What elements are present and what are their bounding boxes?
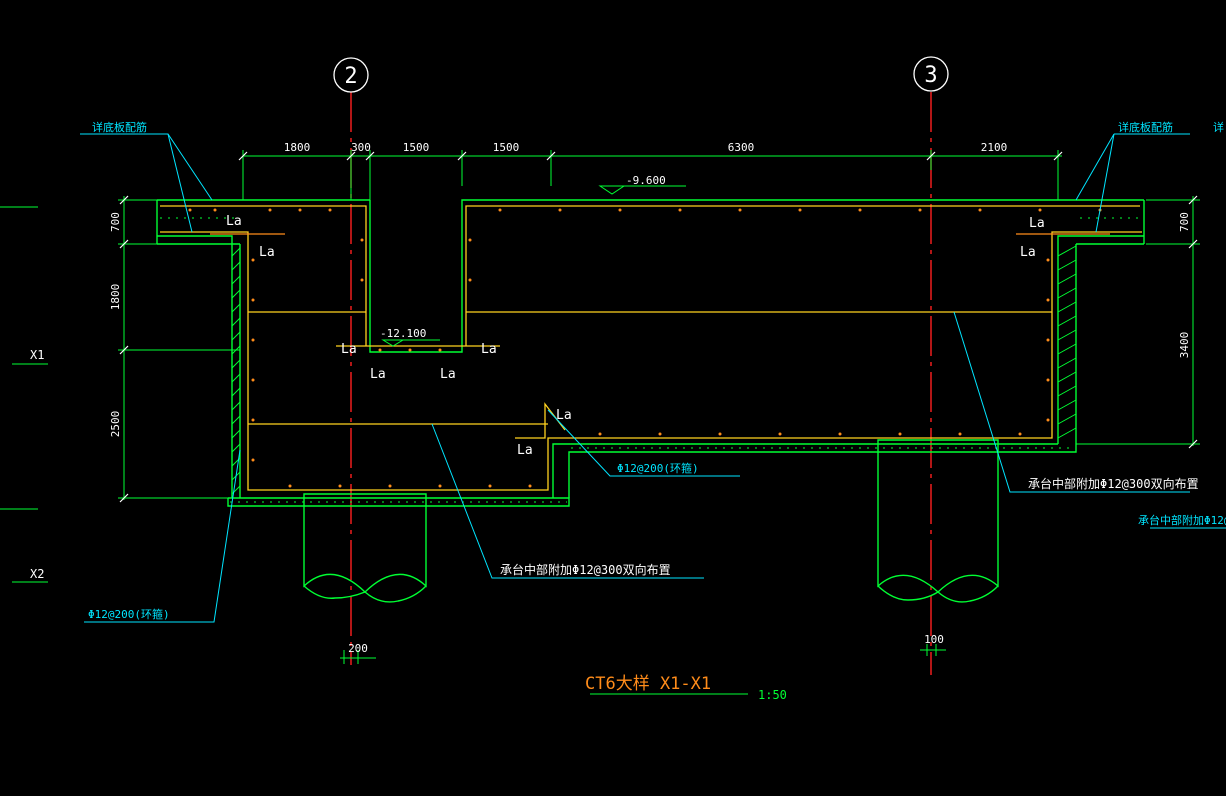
la-label: La xyxy=(517,443,533,458)
note-ring-hoop-mid: Φ12@200(环箍) xyxy=(617,461,699,475)
dim-top-3: 1500 xyxy=(403,141,430,154)
la-label: La xyxy=(1020,245,1036,260)
dim-right-2: 3400 xyxy=(1178,332,1191,359)
pile-left xyxy=(303,493,427,593)
rebar-dots xyxy=(188,208,1102,488)
dim-top-2: 300 xyxy=(351,141,371,154)
note-cap-mid-add-3: 承台中部附加Φ12@30 xyxy=(1138,513,1226,527)
dim-left-1: 700 xyxy=(109,212,122,232)
dimension-lines xyxy=(118,150,1200,664)
la-label: La xyxy=(370,367,386,382)
section-mark-x1: X1 xyxy=(30,348,44,362)
note-cap-mid-add-2: 承台中部附加Φ12@300双向布置 xyxy=(1028,476,1199,491)
dim-top-5: 6300 xyxy=(728,141,755,154)
right-slab-outline xyxy=(1057,235,1144,244)
rebar-lines xyxy=(160,205,1142,491)
concrete-outlines xyxy=(156,199,1145,603)
dim-bottom-2: 100 xyxy=(924,633,944,646)
axis-label-3: 3 xyxy=(924,63,937,88)
axis-bubble-2: 2 xyxy=(333,57,369,93)
section-mark-lines xyxy=(0,206,48,583)
note-slab-rebar-left: 详底板配筋 xyxy=(92,120,147,134)
dim-left-2: 1800 xyxy=(109,284,122,311)
note-ring-hoop-left: Φ12@200(环箍) xyxy=(88,607,170,621)
dim-top-1: 1800 xyxy=(284,141,311,154)
pile-left-tip xyxy=(303,585,427,603)
note-right-edge-fragment: 详 xyxy=(1213,120,1224,134)
leader-lines xyxy=(80,133,1226,623)
la-label: La xyxy=(556,408,572,423)
note-slab-rebar-right: 详底板配筋 xyxy=(1118,120,1173,134)
drawing-title: CT6大样 X1-X1 xyxy=(585,674,711,694)
left-slab-bottom xyxy=(157,235,240,245)
dim-bottom-1: 200 xyxy=(348,642,368,655)
dim-left-3: 2500 xyxy=(109,411,122,438)
pile-right xyxy=(877,439,999,593)
elevation-pit: -12.100 xyxy=(380,327,426,340)
la-label: La xyxy=(481,342,497,357)
rebar-top-right xyxy=(465,205,1140,346)
drawing-scale: 1:50 xyxy=(758,688,787,702)
la-label: La xyxy=(259,245,275,260)
deep-bottom-outline xyxy=(227,497,570,507)
la-label: La xyxy=(341,342,357,357)
axis-label-2: 2 xyxy=(344,64,357,89)
elevation-top: -9.600 xyxy=(626,174,666,187)
la-label: La xyxy=(226,214,242,229)
anchorage-labels: La La La La La La La La La La xyxy=(226,214,1045,458)
section-mark-x2: X2 xyxy=(30,567,44,581)
la-label: La xyxy=(440,367,456,382)
rebar-slab-left-bottom xyxy=(160,231,1142,491)
note-cap-mid-add-1: 承台中部附加Φ12@300双向布置 xyxy=(500,562,671,577)
dim-top-4: 1500 xyxy=(493,141,520,154)
dim-right-1: 700 xyxy=(1178,212,1191,232)
dim-top-6: 2100 xyxy=(981,141,1008,154)
rebar-top-left xyxy=(160,205,367,346)
step-outline xyxy=(568,444,1077,498)
la-label: La xyxy=(1029,216,1045,231)
wall-hatch xyxy=(160,217,1140,503)
axis-bubble-3: 3 xyxy=(913,56,949,92)
pit-left-outline xyxy=(369,199,1144,353)
pile-right-tip xyxy=(877,585,999,603)
dimension-ticks xyxy=(119,151,1198,503)
